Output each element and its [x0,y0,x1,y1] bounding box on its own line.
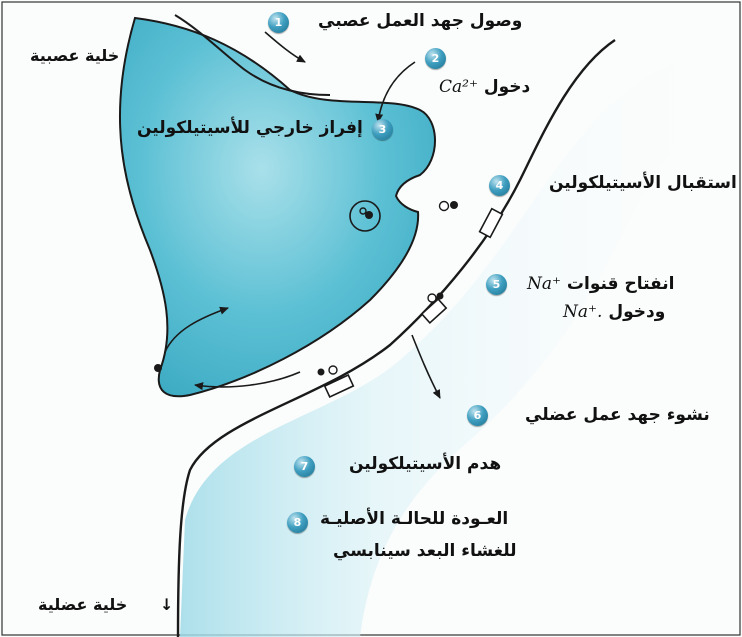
step-3-label: إفراز خارجي للأسيتيلكولين [137,118,363,139]
step-5-text: انفتاح قنوات [567,274,675,294]
step-8-label-line2: للغشاء البعد سينابسي [333,541,517,562]
step-badge-6: 6 [467,405,488,426]
step-badge-2: 2 [425,48,446,69]
step-badge-5: 5 [486,274,507,295]
step-badge-1: 1 [268,12,289,33]
step-5-ion-2: Na⁺. [563,302,602,322]
step-8-label-line1: العـودة للحالـة الأصليـة [320,509,508,530]
receptor-2 [422,299,446,323]
muscle-cell-arrow: ↓ [160,595,173,615]
muscle-cell-label: خلية عضلية [38,595,127,615]
receptor-1 [480,209,503,238]
cleft-acetylcholine [450,201,458,209]
cleft-acetylcholine-open [440,202,449,211]
step-2-label: Ca²⁺ دخول [439,77,530,98]
degraded-ach-open [329,366,337,374]
step-5-label-line1: Na⁺ انفتاح قنوات [527,274,674,295]
step-5-ion: Na⁺ [527,274,561,294]
degraded-ach-dot [318,369,325,376]
choline-dot [154,364,162,372]
step-badge-4: 4 [489,175,510,196]
step-7-label: هدم الأسيتيلكولين [349,454,501,475]
step-1-label: وصول جهد العمل عصبي [318,11,522,32]
step-badge-7: 7 [294,456,315,477]
step-badge-8: 8 [287,512,308,533]
step-5-label-line2: Na⁺. ودخول [563,302,665,323]
step-4-label: استقبال الأسيتيلكولين [549,173,737,194]
step-5-text-2: ودخول [608,302,665,322]
step-2-ion: Ca²⁺ [439,77,478,97]
step-2-text: دخول [484,77,530,97]
receptor-2-ach [437,293,444,300]
receptor-2-ach-open [428,294,436,302]
arrow-action-potential [265,32,305,62]
step-badge-3: 3 [372,119,393,140]
neuron-cell-label: خلية عصبية [30,46,119,66]
neuron-terminal [120,18,435,396]
step-6-label: نشوء جهد عمل عضلي [525,405,710,426]
